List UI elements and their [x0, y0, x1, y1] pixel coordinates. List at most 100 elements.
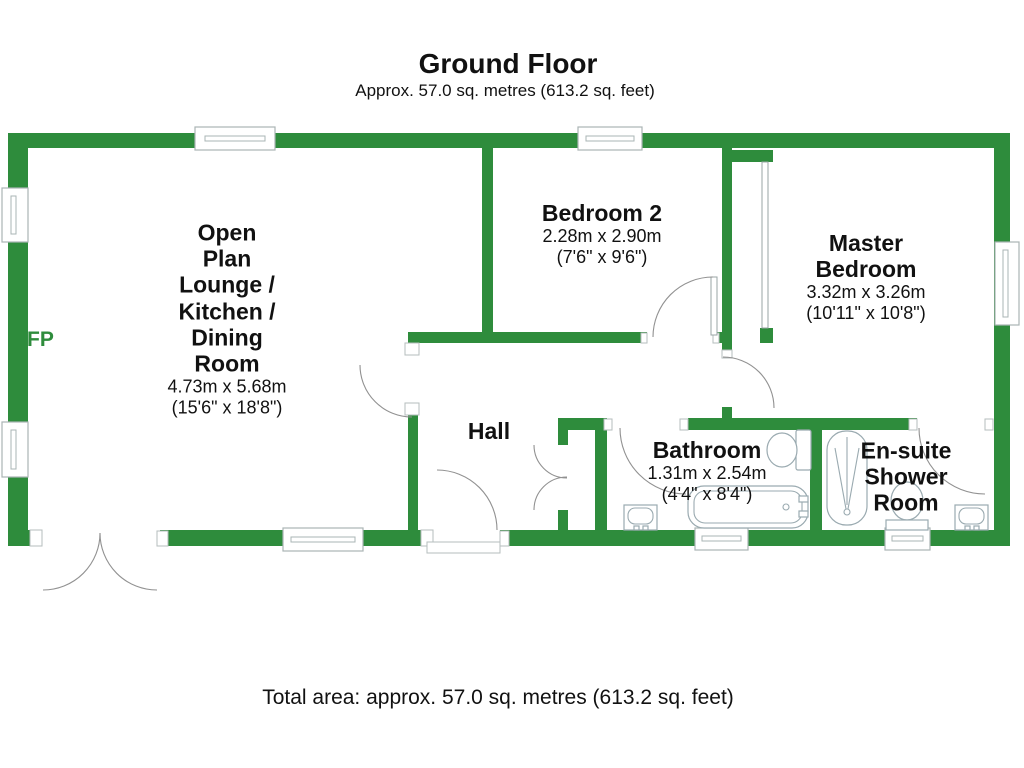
- windows: [1, 126, 1020, 552]
- room-name: Hall: [467, 417, 511, 444]
- room-dims-metric: 1.31m x 2.54m: [647, 463, 767, 484]
- jamb-bathroom-left: [603, 418, 613, 431]
- jamb-ensuite-right: [984, 418, 994, 431]
- shower-line-right: [847, 447, 860, 510]
- bathtub-tap-2: [798, 510, 809, 518]
- wall-right: [994, 148, 1010, 530]
- bathroom-sink-tap-2: [642, 525, 649, 531]
- french-door-left-arc: [42, 532, 101, 591]
- cupboard-door-top-arc: [533, 444, 568, 479]
- window-left-upper-sash: [10, 195, 17, 235]
- front-door-threshold: [426, 541, 501, 554]
- ensuite-sink-tap-1: [964, 525, 971, 531]
- bathtub-inner: [693, 490, 803, 524]
- window-top-openplan: [194, 126, 276, 151]
- page-subtitle: Approx. 57.0 sq. metres (613.2 sq. feet): [355, 81, 655, 100]
- wall-top: [8, 133, 1010, 148]
- room-label-hall: Hall: [468, 418, 510, 444]
- ensuite-toilet-cistern: [885, 519, 929, 531]
- wall-master-left-stub: [722, 407, 732, 418]
- window-top-bedroom2-sash: [585, 135, 635, 142]
- room-dims-imperial: (4'4" x 8'4"): [661, 484, 753, 505]
- bathroom-toilet-bowl: [766, 432, 798, 468]
- window-left-upper: [1, 187, 29, 243]
- page-title: Ground Floor: [418, 48, 598, 79]
- wall-bath-ensuite-divider: [810, 428, 822, 530]
- window-bottom-openplan-sash: [290, 536, 356, 543]
- bathroom-toilet-cistern: [795, 429, 812, 471]
- room-label-bathroom: Bathroom 1.31m x 2.54m (4'4" x 8'4"): [647, 437, 766, 505]
- jamb-bathroom-right: [679, 418, 689, 431]
- room-dims-imperial: (7'6" x 9'6"): [556, 247, 648, 268]
- bathroom-fixtures: [623, 429, 812, 531]
- total-area-text: Total area: approx. 57.0 sq. metres (613…: [262, 686, 734, 709]
- hall-master-door-arc: [722, 356, 775, 409]
- jamb-hall-bottom: [404, 402, 420, 416]
- cupboard-door-bottom-arc: [533, 476, 568, 511]
- room-name: En-suite Shower Room: [860, 437, 952, 517]
- wall-master-door-pier: [760, 328, 773, 343]
- window-left-lower-sash: [10, 429, 17, 470]
- room-label-master-bedroom: Master Bedroom 3.32m x 3.26m (10'11" x 1…: [806, 230, 925, 324]
- door-jambs: [29, 161, 994, 554]
- wall-cupboard-right: [595, 418, 607, 532]
- shower-line-left: [834, 447, 847, 510]
- ensuite-door-arc: [918, 427, 986, 495]
- wall-cupboard-left-a: [558, 430, 568, 445]
- bathroom-sink-tap-1: [633, 525, 640, 531]
- room-dims-metric: 3.32m x 3.26m: [806, 282, 926, 303]
- bathroom-sink-basin: [627, 507, 654, 525]
- jamb-front-right: [499, 530, 510, 547]
- jamb-hall-top: [404, 342, 420, 356]
- window-top-openplan-sash: [204, 135, 266, 142]
- wall-bedroom2-left: [482, 148, 493, 335]
- bathtub-drain: [782, 503, 790, 511]
- room-dims-metric: 4.73m x 5.68m: [167, 376, 287, 397]
- window-bottom-bathroom-sash: [701, 535, 742, 542]
- window-bottom-openplan: [282, 527, 364, 552]
- room-label-ensuite-shower-room: En-suite Shower Room: [861, 438, 952, 517]
- master-door-leaf: [761, 161, 769, 329]
- bathtub: [687, 485, 809, 529]
- ensuite-sink: [954, 504, 989, 531]
- room-name: Master Bedroom: [815, 229, 917, 283]
- room-name: Bedroom 2: [541, 200, 663, 227]
- window-right-master: [994, 241, 1020, 326]
- interior-walls: [408, 148, 917, 532]
- wall-bedroom2-bottom: [408, 332, 647, 343]
- room-dims-imperial: (15'6" x 18'8"): [171, 397, 283, 418]
- window-bottom-ensuite-sash: [891, 535, 924, 542]
- room-label-bedroom-2: Bedroom 2 2.28m x 2.90m (7'6" x 9'6"): [542, 200, 662, 268]
- jamb-ensuite-left: [908, 418, 918, 431]
- wall-bath-ensuite-top: [688, 418, 917, 430]
- jamb-master-wall-end: [721, 349, 733, 359]
- jamb-french-right: [156, 530, 169, 547]
- ensuite-sink-tap-2: [973, 525, 980, 531]
- window-top-bedroom2: [577, 126, 643, 151]
- bathroom-door-arc: [619, 427, 687, 495]
- wall-cupboard-top: [558, 418, 607, 430]
- room-name: Bathroom: [652, 437, 762, 464]
- bedroom2-door-leaf: [710, 276, 718, 336]
- window-bottom-bathroom: [694, 527, 749, 551]
- front-door-arc: [436, 469, 498, 531]
- door-swings: [42, 276, 986, 591]
- openplan-hall-door-arc: [359, 364, 413, 418]
- wall-bottom-seg3: [500, 530, 1010, 546]
- jamb-french-left: [29, 529, 43, 547]
- wall-master-door-head: [732, 150, 773, 162]
- ensuite-fixtures: [826, 430, 989, 531]
- fireplace-label: FP: [27, 328, 54, 351]
- bathroom-sink: [623, 504, 658, 531]
- room-label-open-plan: Open Plan Lounge / Kitchen / Dining Room…: [167, 219, 286, 418]
- bedroom2-door-arc: [652, 276, 714, 338]
- ensuite-sink-basin: [958, 507, 985, 525]
- window-right-master-sash: [1002, 249, 1009, 318]
- window-left-lower: [1, 421, 29, 478]
- jamb-bedroom2-left: [640, 332, 648, 344]
- wall-master-left: [722, 148, 732, 352]
- room-dims-metric: 2.28m x 2.90m: [542, 226, 662, 247]
- french-door-right-arc: [99, 532, 158, 591]
